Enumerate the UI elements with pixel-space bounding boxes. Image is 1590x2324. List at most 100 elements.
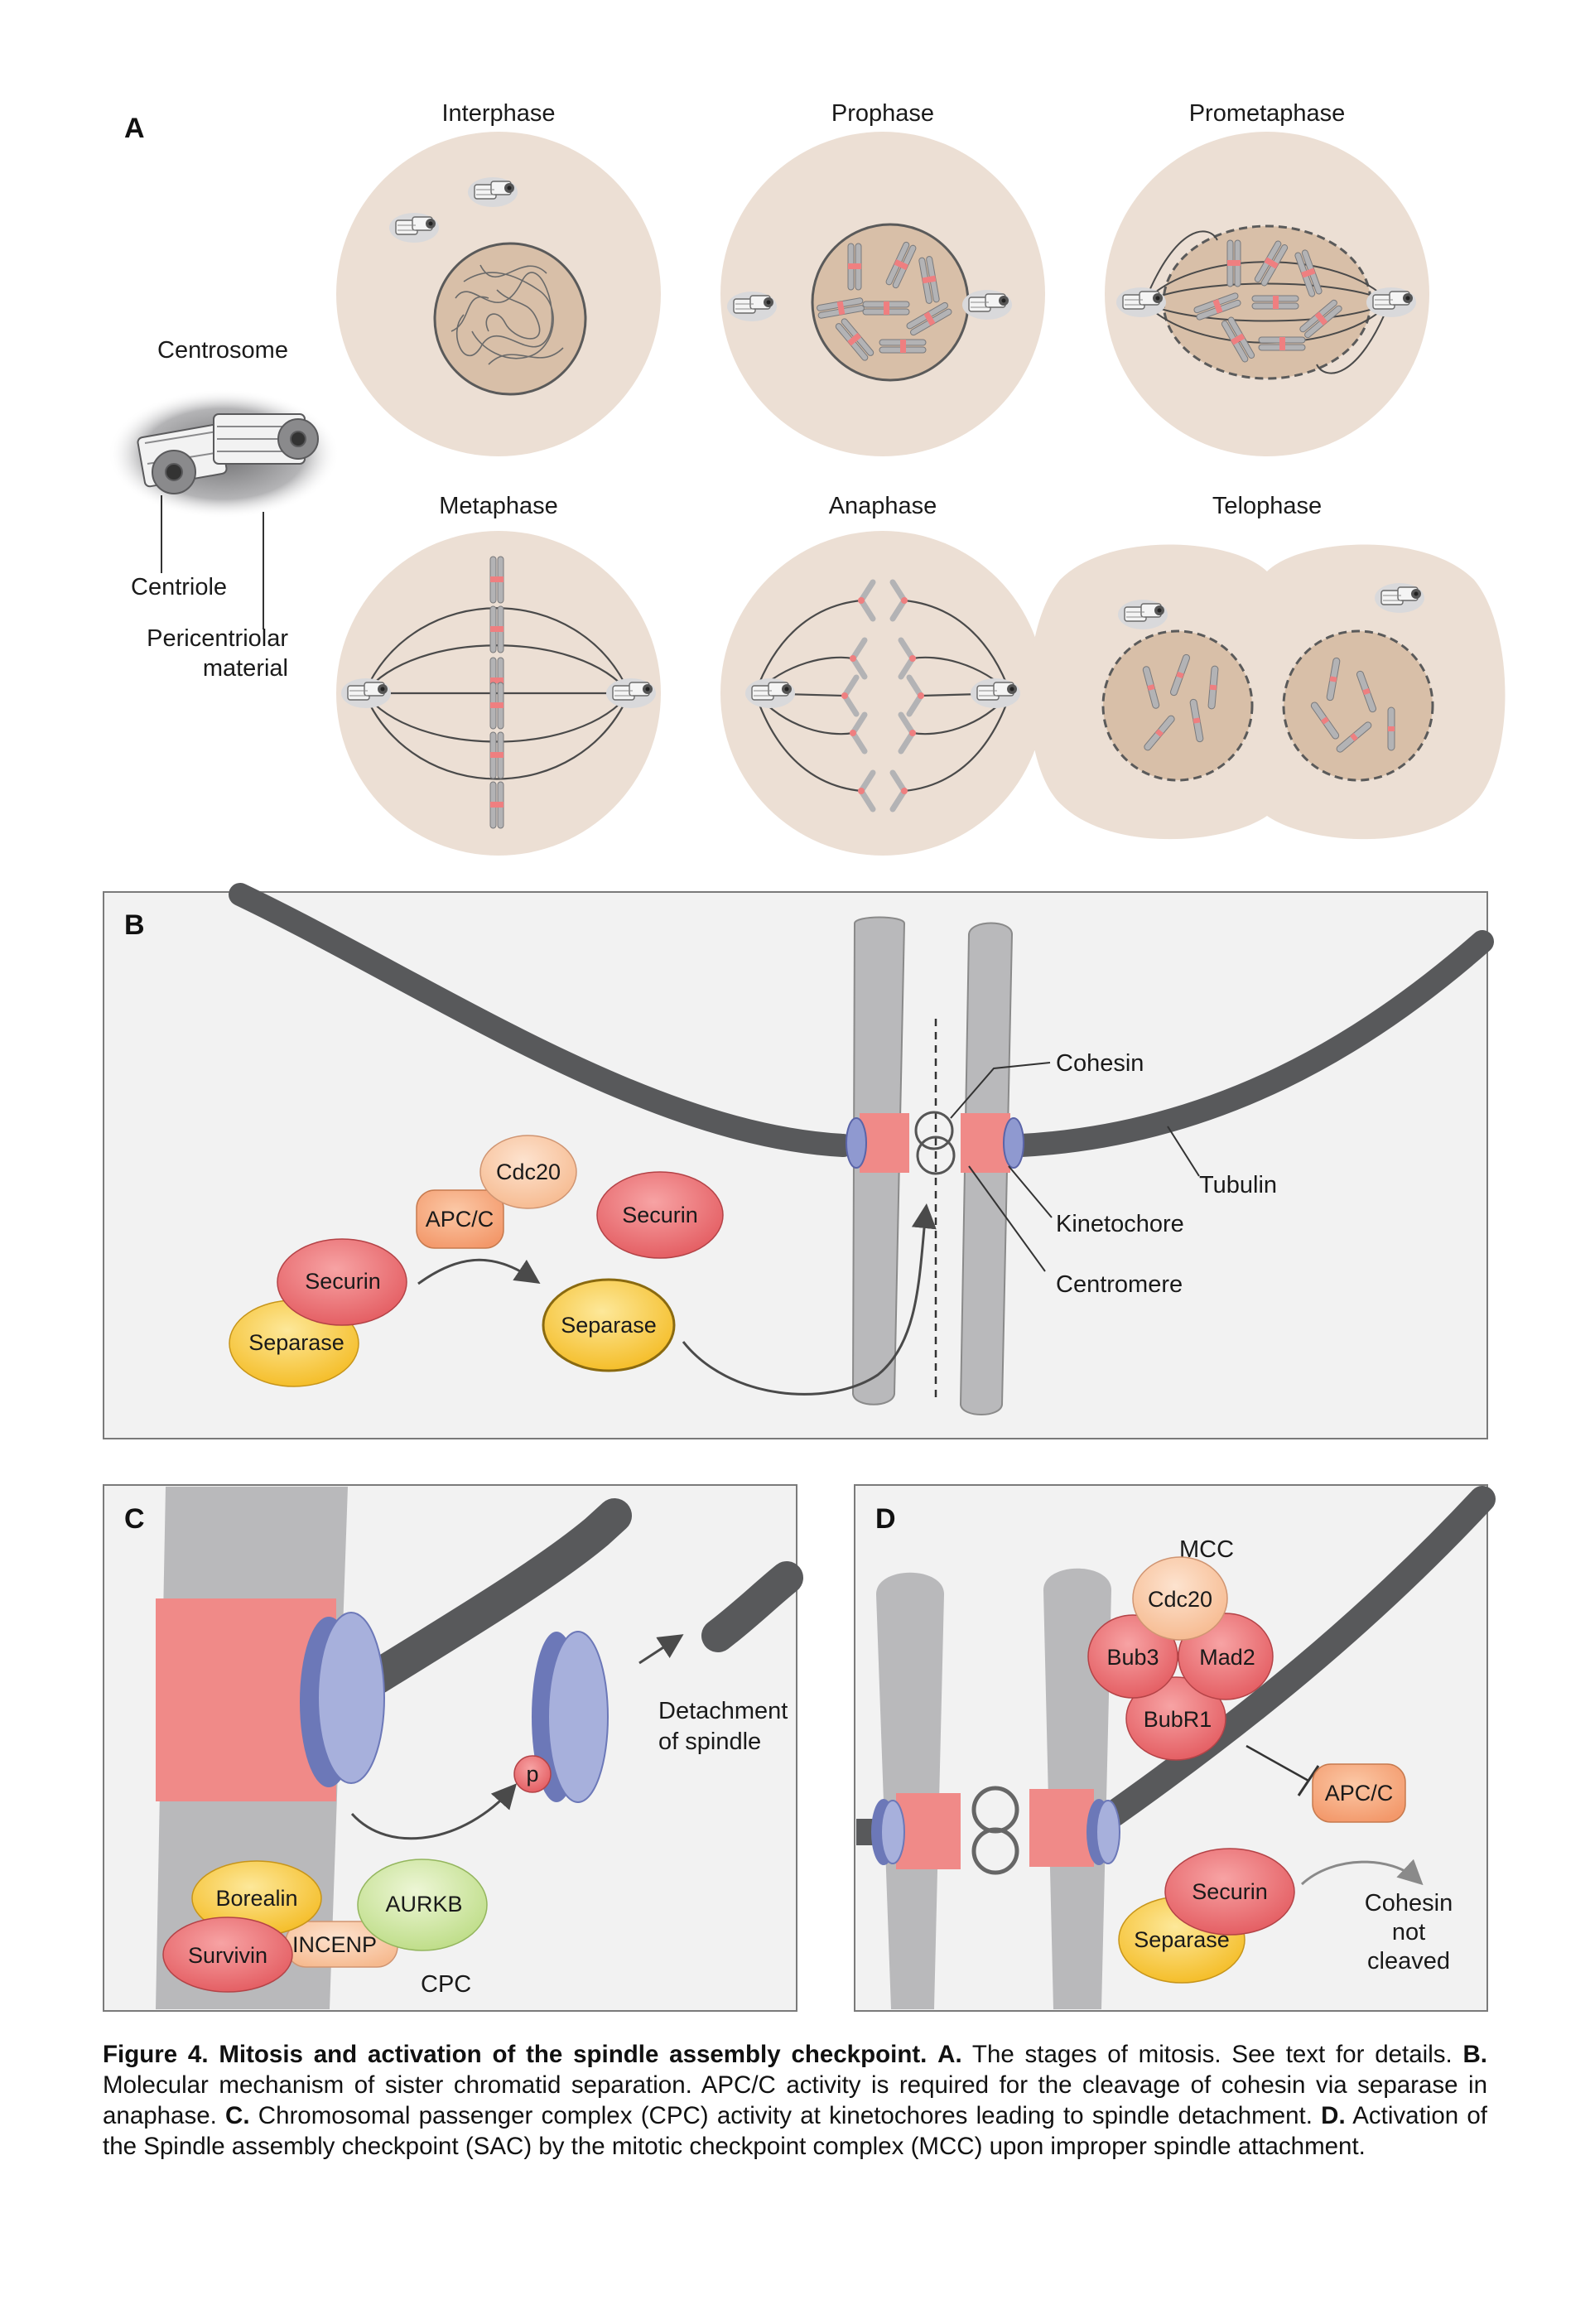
panel-a-label: A [124, 113, 145, 144]
survivin-blob [162, 1917, 293, 1993]
caption-b-label: B. [1462, 2041, 1488, 2068]
separase-active-blob [542, 1278, 676, 1372]
caption-c-label: C. [225, 2102, 250, 2129]
caption-c-text: Chromosomal passenger complex (CPC) acti… [249, 2102, 1322, 2129]
centromere-d-left [896, 1793, 961, 1869]
bub3-blob [1087, 1614, 1178, 1699]
centrosome-detail: Centrosome Centriole Pericentriolar mate… [108, 337, 340, 682]
securin-label: Securin [305, 1269, 381, 1294]
centromere-d-right [1029, 1789, 1094, 1867]
apcc-d-blob [1312, 1763, 1406, 1823]
stage-prometaphase-label: Prometaphase [1189, 100, 1346, 127]
apcc-label: APC/C [426, 1207, 494, 1232]
cdc20-blob [479, 1135, 577, 1209]
centromere-label: Centromere [1056, 1271, 1183, 1298]
separase-active-label: Separase [561, 1313, 657, 1338]
caption-b-text: Molecular mechanism of sister chromatid … [103, 2071, 1487, 2129]
securin-free-label: Securin [622, 1203, 698, 1227]
panel-c-label: C [124, 1503, 145, 1535]
panel-d: D MCC BubR1 Bub3 Mad2 Cdc20 AP [854, 1484, 1496, 2012]
cpc-label: CPC [421, 1971, 471, 1998]
bubr1-label: BubR1 [1144, 1707, 1212, 1732]
arrow-cleave [682, 1203, 937, 1396]
detach-label-2: of spindle [658, 1729, 761, 1755]
caption-a-text: The stages of mitosis. See text for deta… [961, 2041, 1463, 2068]
cohesin-rings [914, 1111, 956, 1175]
figure-caption: Figure 4. Mitosis and activation of the … [103, 2039, 1487, 2162]
panel-b: B Cohesin Tubulin Kinetochore Centromere [103, 883, 1494, 1439]
pcm-label-1: Pericentriolar [147, 625, 288, 652]
centriole-label: Centriole [131, 574, 227, 600]
panel-c: C p Detachment of spindle INCENP AURKB B… [103, 1484, 803, 2012]
stage-telophase-label: Telophase [1212, 493, 1322, 519]
bubr1-blob [1125, 1676, 1226, 1761]
cohesin-d [971, 1786, 1019, 1875]
kinetochore-label: Kinetochore [1056, 1211, 1184, 1237]
bub3-label: Bub3 [1106, 1645, 1159, 1670]
cohesin-label: Cohesin [1056, 1050, 1144, 1077]
centromere-left [860, 1113, 909, 1173]
kinetochore-d-right [1096, 1800, 1120, 1864]
arrow-detach [350, 1783, 517, 1840]
chromatid-d-left [876, 1572, 944, 2009]
panel-b-label: B [124, 909, 145, 941]
caption-d-text: Activation of the Spindle assembly check… [103, 2102, 1487, 2160]
stage-metaphase: Metaphase [336, 493, 661, 856]
pcm-label-2: material [203, 655, 288, 682]
chromatin [450, 264, 564, 365]
securin-blob [277, 1238, 407, 1326]
aurkb-blob [357, 1859, 488, 1951]
cdc20-label: Cdc20 [496, 1160, 561, 1184]
phospho-badge [513, 1755, 552, 1793]
apcc-blob [416, 1189, 504, 1249]
cohesin-not-cleaved-2: not [1392, 1919, 1425, 1946]
arrow-release [417, 1258, 541, 1285]
cohesin-not-cleaved-3: cleaved [1367, 1948, 1450, 1974]
microtubule-d-right [1101, 1486, 1496, 1827]
arrow-spindle [638, 1634, 684, 1665]
stage-prophase-label: Prophase [831, 100, 934, 127]
securin-d-blob [1164, 1848, 1295, 1936]
centriole-pair [137, 413, 319, 494]
detach-label-1: Detachment [658, 1698, 788, 1724]
microtubule-c-attached [359, 1498, 632, 1695]
microtubule-right [1009, 930, 1494, 1157]
stage-telophase: Telophase [1029, 493, 1506, 840]
stage-prophase: Prophase [720, 100, 1045, 456]
microtubule-left [229, 883, 855, 1157]
cohesin-not-cleaved-1: Cohesin [1365, 1890, 1453, 1917]
mad2-label: Mad2 [1199, 1645, 1255, 1670]
metaphase-spindle [363, 607, 631, 780]
caption-title: Figure 4. Mitosis and activation of the … [103, 2041, 928, 2068]
panel-d-label: D [875, 1503, 896, 1535]
aurkb-label: AURKB [385, 1892, 462, 1917]
kinetochore-right [1003, 1117, 1024, 1169]
panel-a: A Centrosome Centriole Pericentriolar [108, 100, 1506, 856]
cdc20-d-blob [1132, 1556, 1228, 1641]
cdc20-d-label: Cdc20 [1148, 1587, 1212, 1612]
stage-anaphase: Anaphase [720, 493, 1045, 856]
centrosome-title: Centrosome [157, 337, 288, 364]
stage-anaphase-label: Anaphase [829, 493, 937, 519]
inhibition-line [1246, 1744, 1309, 1782]
centromere-right [961, 1113, 1010, 1173]
arrow-blocked [1300, 1859, 1424, 1886]
borealin-label: Borealin [215, 1886, 297, 1911]
incenp-label: INCENP [292, 1932, 377, 1957]
microtubule-c-detached [701, 1561, 803, 1652]
kinetochore-c-attached [317, 1612, 385, 1784]
securin-free-blob [596, 1171, 724, 1259]
apcc-d-label: APC/C [1325, 1781, 1394, 1806]
survivin-label: Survivin [188, 1943, 267, 1968]
separase-label: Separase [248, 1330, 344, 1355]
stage-interphase: Interphase [336, 100, 661, 456]
kinetochore-c-detached [547, 1631, 609, 1803]
stage-interphase-label: Interphase [441, 100, 555, 127]
kinetochore-left [846, 1117, 867, 1169]
stage-prometaphase: Prometaphase [1105, 100, 1429, 456]
tubulin-label: Tubulin [1199, 1172, 1277, 1198]
kinetochore-d-left [880, 1800, 905, 1864]
caption-d-label: D. [1321, 2102, 1346, 2129]
stage-metaphase-label: Metaphase [439, 493, 558, 519]
